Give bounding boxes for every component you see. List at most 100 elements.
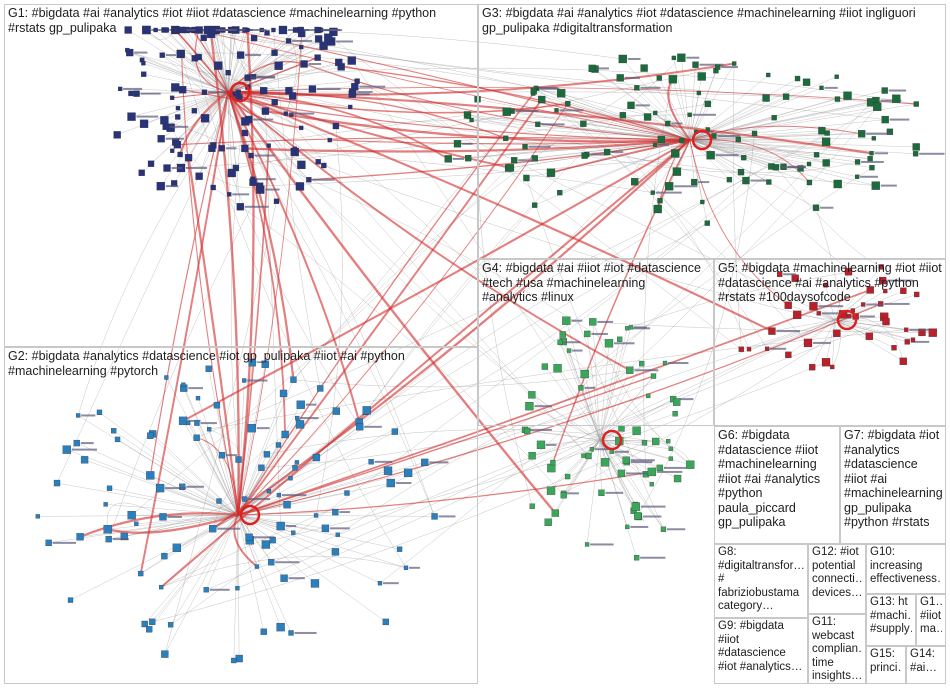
edge [630,266,882,328]
node-avatar [565,100,571,107]
node-avatar [306,177,312,183]
edge [323,165,914,340]
node-avatar [525,401,534,411]
edge [689,139,916,155]
edge [198,91,229,177]
edge [599,339,620,441]
group-box-g16: G1… #iiot ma… [916,594,946,646]
node-avatar [536,440,546,450]
node-avatar [266,488,272,494]
edge [237,514,336,553]
node-label-mark [81,414,96,417]
edge [76,442,239,516]
node-avatar [646,393,651,399]
node-label-mark [889,118,910,121]
node-label-mark [429,461,449,464]
node-avatar [618,54,627,64]
edge-highlight [237,33,303,516]
node-avatar [321,162,327,169]
node-avatar [673,398,681,406]
node-avatar [142,25,151,35]
node-avatar [657,135,666,144]
node-label-mark [584,386,596,389]
node-avatar [580,369,589,379]
node-avatar [881,115,889,124]
edge [732,63,742,350]
edge [366,204,535,411]
group-label-g7: G7: #bigdata #iot #analytics #datascienc… [844,428,942,529]
node-avatar [159,513,167,521]
edge [689,139,769,183]
node-label-mark [253,536,275,539]
node-avatar [344,490,350,496]
node-avatar [146,626,153,633]
node-avatar [261,360,269,368]
node-avatar [803,338,813,348]
edge [161,316,856,588]
node-avatar [782,93,790,100]
node-avatar [138,570,144,577]
node-label-mark [288,577,305,580]
edge [136,514,239,525]
node-avatar [466,114,471,119]
group-label-g15: G15: princi… [870,648,902,674]
edge [535,87,768,349]
edge [807,319,836,344]
edge-highlight [182,139,691,422]
node-avatar [124,26,132,34]
node-avatar [147,160,155,167]
node-avatar [321,524,330,532]
node-label-mark [515,110,539,113]
node-avatar [869,151,874,156]
node-avatar [465,154,472,162]
node-label-mark [321,29,340,31]
edge-highlight [303,63,691,141]
node-avatar [584,330,591,338]
edge [237,514,273,541]
node-avatar [766,72,771,78]
edge-highlight [227,91,557,514]
edge [527,430,601,441]
node-label-mark [165,137,184,140]
edge [552,439,601,463]
edge [182,420,239,516]
node-label-mark [136,115,159,118]
edge [175,29,886,120]
node-avatar [833,329,841,337]
node-avatar [742,176,750,185]
node-avatar [584,542,590,547]
node-avatar [647,467,657,477]
node-avatar [741,154,747,161]
node-avatar [173,141,182,149]
node-avatar [276,521,285,531]
node-label-mark [821,312,841,315]
node-label-mark [364,425,382,428]
group-label-g5: G5: #bigdata #machinelearning #iot #iiot… [718,261,942,304]
node-label-mark [256,427,270,430]
node-label-mark [356,93,370,96]
node-label-mark [248,29,267,31]
node-avatar [80,456,89,464]
node-label-mark [776,330,800,333]
node-label-mark [248,498,271,501]
node-avatar [604,339,614,348]
node-avatar [528,452,536,460]
node-avatar [383,466,393,475]
edge-highlight [227,91,511,169]
edge-highlight [79,512,239,538]
edge [220,29,229,93]
node-label-mark [567,492,579,495]
edge [227,91,230,195]
node-avatar [335,532,340,537]
edge [237,426,360,516]
edge [196,437,239,516]
edge-highlight [181,53,239,516]
node-avatar [218,452,226,459]
node-label-mark [663,466,687,469]
node-avatar [169,95,175,100]
edge [183,384,239,516]
node-avatar [258,464,265,471]
edge [599,439,653,473]
node-avatar [626,366,634,374]
edge [689,139,827,164]
